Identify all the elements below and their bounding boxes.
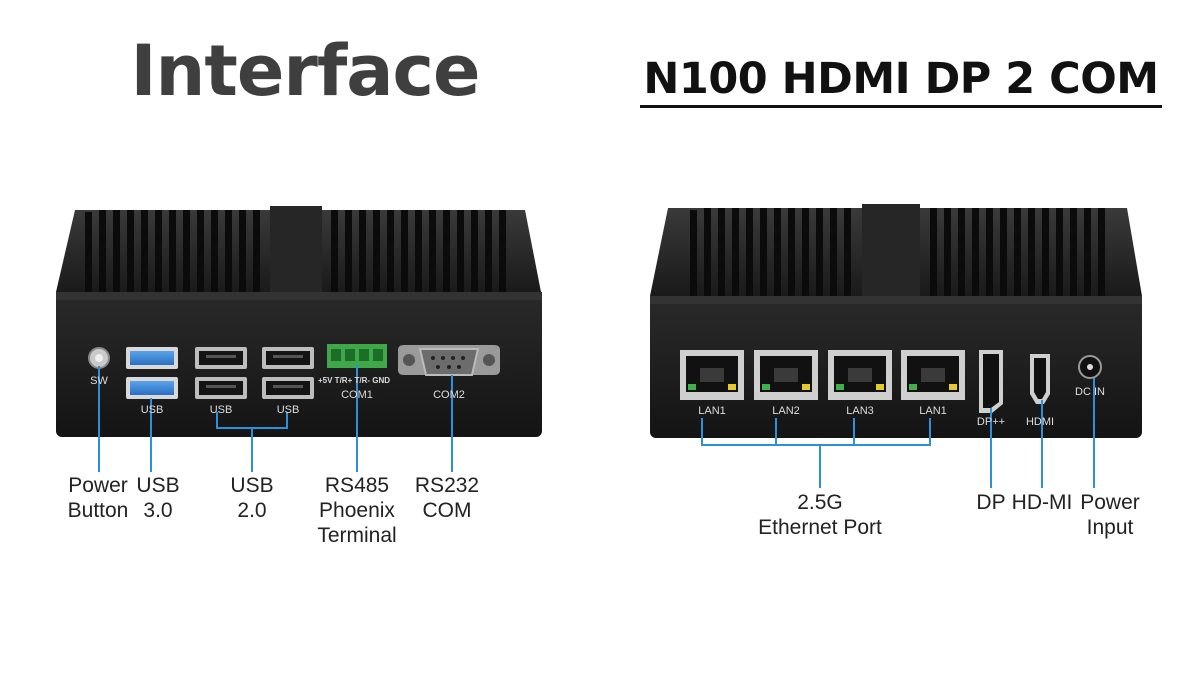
db9-com-port-icon [398, 345, 500, 376]
usb3-port-top [130, 351, 174, 365]
sw-port-label: SW [90, 375, 108, 387]
callout-power-button: Power Button [67, 474, 129, 522]
com2-port-label: COM2 [433, 389, 465, 401]
callout-rs232: RS232 COM [414, 474, 480, 522]
rear-device [650, 204, 1142, 488]
right-title: N100 HDMI DP 2 COM [643, 54, 1159, 104]
usb2-port-label-a: USB [209, 404, 233, 416]
callout-power-input: Power Input [1080, 491, 1140, 539]
hdmi-port-icon [1030, 354, 1050, 404]
usb2-ports [195, 347, 314, 399]
front-callout-lines [98, 365, 453, 472]
usb2-port-label-b: USB [276, 404, 300, 416]
dc-in-jack-icon [1078, 355, 1102, 379]
left-title: Interface [130, 30, 481, 112]
callout-dp: DP [976, 491, 1006, 514]
dp-port-label: DP++ [976, 416, 1006, 428]
com1-pin-label: +5V T/R+ T/R- GND [318, 376, 391, 385]
phoenix-terminal-icon [327, 344, 387, 368]
callout-usb3: USB 3.0 [136, 474, 180, 522]
lan-port-label-a: LAN1 [698, 405, 726, 417]
callout-rs485: RS485 Phoenix Terminal [317, 474, 397, 547]
dcin-port-label: DC IN [1075, 386, 1105, 398]
lan-ports [680, 350, 965, 400]
rear-fins-left [690, 208, 851, 300]
front-device [56, 206, 542, 472]
front-fins-right [331, 210, 506, 298]
lan-port-label-b: LAN2 [772, 405, 800, 417]
displayport-icon [979, 350, 1003, 413]
hdmi-port-label: HDMI [1025, 416, 1055, 428]
callout-usb2: USB 2.0 [230, 474, 274, 522]
front-fins-left [85, 210, 260, 298]
lan-port-label-d: LAN1 [919, 405, 947, 417]
callout-hdmi: HD-MI [1011, 491, 1073, 514]
rear-callout-lines [701, 378, 1095, 488]
usb3-port-bottom [130, 381, 174, 395]
callout-ethernet: 2.5G Ethernet Port [758, 491, 882, 539]
com1-port-label: COM1 [341, 389, 373, 401]
right-title-underline [640, 105, 1162, 108]
rear-fins-right [930, 208, 1105, 300]
usb3-port-label: USB [140, 404, 164, 416]
lan-port-label-c: LAN3 [846, 405, 874, 417]
